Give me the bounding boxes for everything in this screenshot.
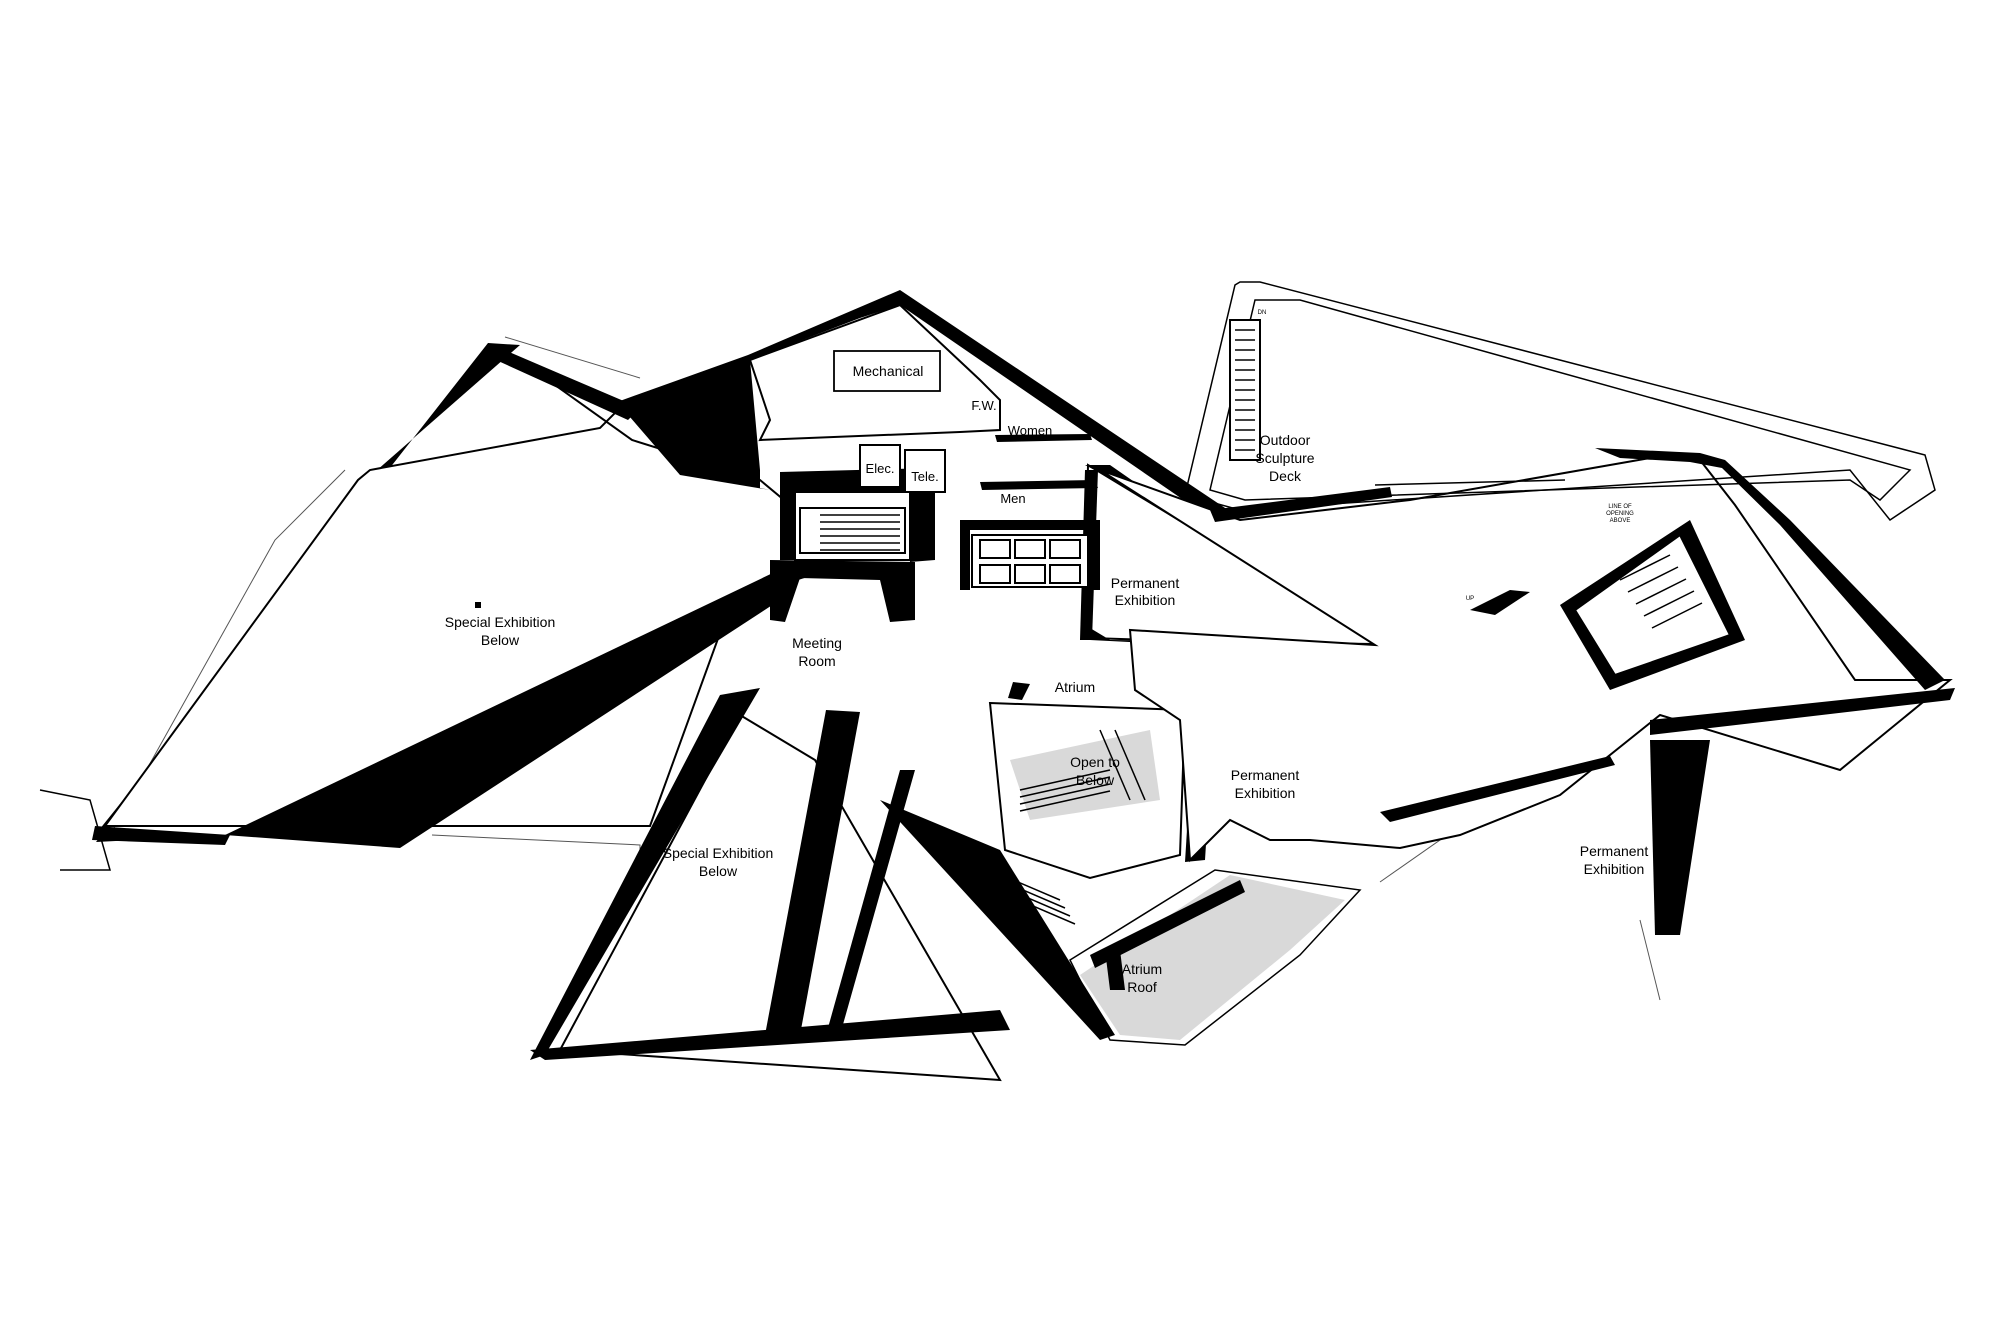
column-marker bbox=[475, 602, 481, 608]
service-core bbox=[770, 434, 1100, 622]
label-tele: Tele. bbox=[911, 469, 938, 484]
stair-core-left bbox=[820, 514, 900, 551]
label-up-right: UP bbox=[1466, 596, 1474, 602]
label-meeting-2: Room bbox=[798, 653, 835, 669]
roof-stairs bbox=[989, 869, 1076, 925]
mechanical-wing bbox=[617, 290, 1240, 525]
label-special-a-1: Special Exhibition bbox=[445, 614, 556, 630]
outdoor-deck bbox=[1184, 281, 1936, 522]
label-outdoor-2: Sculpture bbox=[1255, 450, 1314, 466]
label-open-2: Below bbox=[1076, 772, 1115, 788]
label-meeting-1: Meeting bbox=[792, 635, 842, 651]
label-perm-a-2: Exhibition bbox=[1115, 592, 1176, 608]
label-special-b-2: Below bbox=[699, 863, 738, 879]
label-special-b-1: Special Exhibition bbox=[663, 845, 774, 861]
label-special-a-2: Below bbox=[481, 632, 520, 648]
label-perm-a-1: Permanent bbox=[1111, 575, 1180, 591]
lower-left-wing bbox=[530, 688, 1115, 1082]
label-men: Men bbox=[1000, 491, 1025, 506]
label-perm-c-1: Permanent bbox=[1580, 843, 1649, 859]
label-roof-2: Roof bbox=[1127, 979, 1157, 995]
label-perm-b-2: Exhibition bbox=[1235, 785, 1296, 801]
label-fw: F.W. bbox=[971, 398, 996, 413]
atrium-stairs bbox=[1019, 729, 1146, 812]
label-outdoor-1: Outdoor bbox=[1260, 432, 1311, 448]
note-opening-1: LINE OF bbox=[1608, 504, 1632, 510]
right-stair-core bbox=[1560, 520, 1745, 690]
tele-room bbox=[904, 449, 946, 493]
label-atrium: Atrium bbox=[1055, 679, 1095, 695]
mechanical-box bbox=[833, 350, 941, 392]
label-roof-1: Atrium bbox=[1122, 961, 1162, 977]
label-open-1: Open to bbox=[1070, 754, 1120, 770]
elec-room bbox=[859, 444, 901, 488]
label-perm-b-1: Permanent bbox=[1231, 767, 1300, 783]
atrium-roof bbox=[989, 869, 1362, 1046]
label-dn-deck: DN bbox=[1258, 310, 1267, 316]
room-labels: Mechanical F.W. Women Elec. Tele. Men Ou… bbox=[445, 310, 1649, 995]
label-elec: Elec. bbox=[866, 461, 895, 476]
left-wing bbox=[39, 343, 822, 871]
note-opening-2: OPENING bbox=[1606, 511, 1634, 517]
label-women: Women bbox=[1008, 423, 1053, 438]
label-outdoor-3: Deck bbox=[1269, 468, 1302, 484]
label-mechanical: Mechanical bbox=[853, 363, 924, 379]
note-opening-3: ABOVE bbox=[1610, 518, 1631, 524]
label-perm-c-2: Exhibition bbox=[1584, 861, 1645, 877]
right-wing bbox=[1099, 448, 1955, 935]
deck-stairs bbox=[1229, 319, 1261, 461]
